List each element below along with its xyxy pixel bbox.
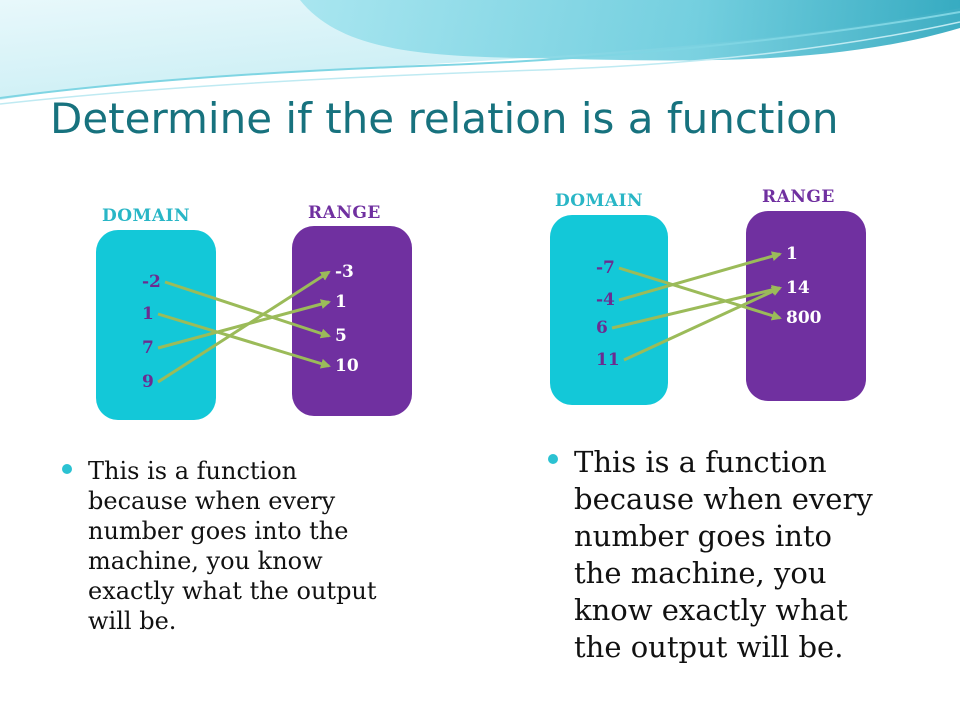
header-wave-decoration	[0, 0, 960, 105]
domain-value: -2	[142, 272, 161, 292]
slide-title: Determine if the relation is a function	[50, 94, 839, 143]
range-value: -3	[335, 262, 354, 282]
range-oval	[292, 226, 412, 416]
domain-oval	[96, 230, 216, 420]
domain-value: 11	[596, 350, 620, 370]
range-value: 1	[786, 244, 798, 264]
range-value: 800	[786, 308, 822, 328]
range-value: 10	[335, 356, 359, 376]
domain-value: 9	[142, 372, 154, 392]
bullet-point-1: This is a function because when every nu…	[62, 456, 402, 636]
bullet-dot-icon	[548, 454, 558, 464]
domain-value: 1	[142, 304, 154, 324]
domain-oval	[550, 215, 668, 405]
range-value: 1	[335, 292, 347, 312]
domain-value: -7	[596, 258, 615, 278]
range-label: RANGE	[762, 187, 835, 207]
domain-label: DOMAIN	[102, 206, 191, 226]
bullet-text: This is a function because when every nu…	[88, 457, 377, 635]
domain-value: -4	[596, 290, 615, 310]
bullet-dot-icon	[62, 464, 72, 474]
domain-value: 6	[596, 318, 608, 338]
domain-value: 7	[142, 338, 154, 358]
bullet-point-2: This is a function because when every nu…	[548, 444, 888, 666]
range-value: 14	[786, 278, 810, 298]
range-label: RANGE	[308, 203, 381, 223]
range-value: 5	[335, 326, 347, 346]
range-oval	[746, 211, 866, 401]
domain-label: DOMAIN	[555, 191, 644, 211]
bullet-text: This is a function because when every nu…	[574, 445, 873, 664]
